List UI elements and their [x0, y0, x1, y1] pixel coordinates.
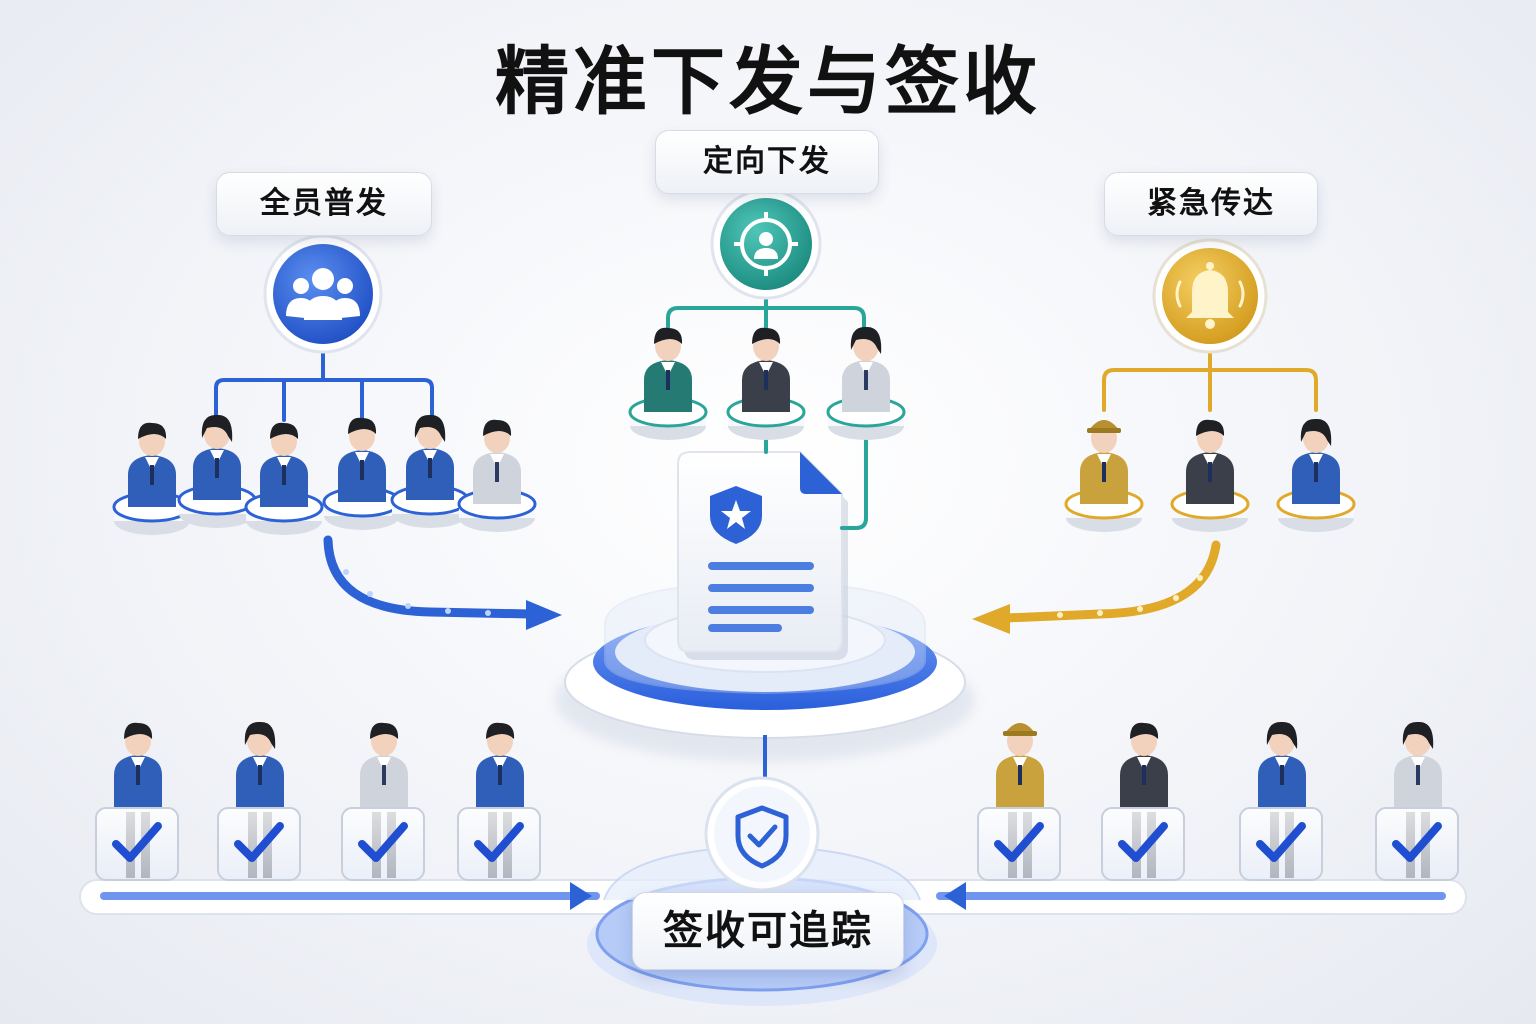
shield-check-icon	[704, 776, 820, 892]
staff-figure	[390, 414, 470, 528]
check-icon	[457, 807, 541, 881]
page-title: 精准下发与签收	[495, 39, 1041, 125]
mode-label-urgent: 紧急传达	[1104, 172, 1318, 236]
staff-figure	[112, 422, 192, 535]
staff-figure	[177, 414, 257, 528]
urgent-flow-arrow	[972, 540, 1221, 634]
check-icon	[977, 807, 1061, 881]
check-icon	[95, 807, 179, 881]
check-icon	[1375, 807, 1459, 881]
staff-figure	[322, 417, 402, 530]
all-staff-tree-lines	[214, 343, 434, 422]
staff-figure	[1276, 418, 1356, 532]
staff-figure	[1170, 419, 1250, 532]
staff-figure	[1120, 722, 1168, 878]
check-icon	[341, 807, 425, 881]
staff-figure	[457, 419, 537, 532]
mode-label-all: 全员普发	[216, 172, 432, 236]
users-group-icon	[263, 234, 383, 354]
mode-label-targeted: 定向下发	[655, 130, 879, 194]
check-icon	[1101, 807, 1185, 881]
all-staff-flow-arrow	[323, 535, 562, 630]
target-person-icon	[710, 188, 822, 300]
urgent-tree-lines	[1102, 346, 1318, 412]
bell-icon	[1152, 238, 1268, 354]
document-shield-star-icon	[677, 451, 848, 660]
tracking-label: 签收可追踪	[632, 892, 904, 970]
staff-figure	[1064, 420, 1144, 532]
staff-figure	[244, 422, 324, 535]
staff-figure	[826, 326, 906, 440]
staff-figure	[628, 327, 708, 440]
check-icon	[1239, 807, 1323, 881]
staff-figure	[726, 327, 806, 440]
check-icon	[217, 807, 301, 881]
